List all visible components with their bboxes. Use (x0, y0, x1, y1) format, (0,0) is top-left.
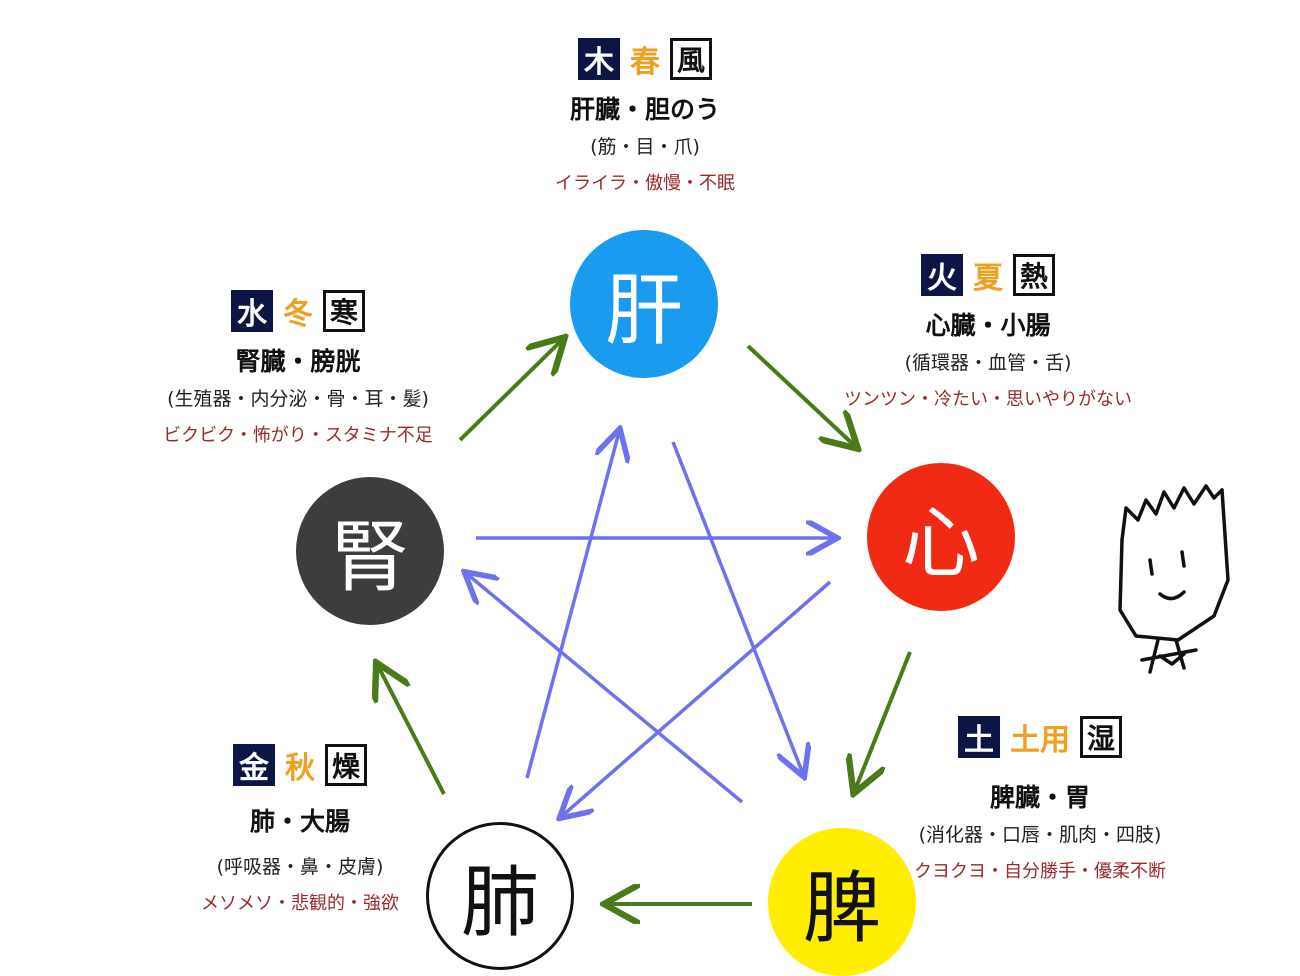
weather-tag: 熱 (1013, 254, 1055, 296)
parts-label: (生殖器・内分泌・骨・耳・髪) (167, 388, 429, 410)
organs-label: 脾臓・胃 (989, 783, 1090, 812)
arrow-lung-to-kidney (378, 666, 446, 795)
spleen-info: 土 土用 湿 脾臓・胃 (消化器・口唇・肌肉・四肢) クヨクヨ・自分勝手・優柔不… (830, 714, 1250, 883)
organs-label: 心臓・小腸 (925, 311, 1051, 340)
liver-tags: 木 春 風 (435, 36, 855, 82)
arrow-kidney-to-liver (458, 340, 562, 442)
parts-label: (循環器・血管・舌) (904, 352, 1072, 374)
emotions-label: クヨクヨ・自分勝手・優柔不断 (914, 861, 1166, 882)
doodle-character (1118, 484, 1230, 674)
heart-info: 火 夏 熱 心臓・小腸 (循環器・血管・舌) ツンツン・冷たい・思いやりがない (778, 252, 1198, 411)
emotions-label: メソメソ・悲観的・強欲 (201, 893, 399, 914)
spleen-circle: 脾 (768, 828, 916, 976)
element-tag: 木 (578, 38, 620, 80)
arrow-spleen-to-kidney (467, 574, 744, 804)
lung-circle-label: 肺 (460, 858, 539, 948)
season-label: 春 (630, 45, 660, 80)
season-label: 冬 (283, 297, 313, 332)
kidney-circle: 腎 (296, 477, 444, 625)
kidney-tags: 水 冬 寒 (88, 288, 508, 334)
kidney-info: 水 冬 寒 腎臓・膀胱 (生殖器・内分泌・骨・耳・髪) ビクビク・怖がり・スタミ… (88, 288, 508, 447)
parts-label: (呼吸器・鼻・皮膚) (216, 856, 384, 878)
emotions-label: ビクビク・怖がり・スタミナ不足 (163, 425, 433, 446)
parts-label: (筋・目・爪) (590, 136, 700, 158)
arrow-liver-to-heart (746, 344, 855, 446)
element-tag: 土 (958, 716, 1000, 758)
lung-tags: 金 秋 燥 (90, 742, 510, 788)
weather-tag: 風 (670, 38, 712, 80)
liver-circle: 肝 (570, 230, 718, 378)
lung-circle: 肺 (426, 822, 574, 970)
spleen-circle-label: 脾 (802, 864, 881, 954)
emotions-label: ツンツン・冷たい・思いやりがない (844, 389, 1132, 410)
organs-label: 肝臓・胆のう (569, 95, 720, 124)
spleen-tags: 土 土用 湿 (830, 714, 1250, 760)
heart-circle: 心 (867, 463, 1015, 611)
element-tag: 金 (233, 744, 275, 786)
season-label: 夏 (973, 261, 1003, 296)
season-label: 秋 (285, 751, 315, 786)
heart-circle-label: 心 (901, 499, 980, 589)
heart-tags: 火 夏 熱 (778, 252, 1198, 298)
emotions-label: イライラ・傲慢・不眠 (555, 173, 735, 194)
arrow-liver-to-spleen (671, 441, 803, 774)
arrow-heart-to-lung (562, 580, 832, 816)
organs-label: 腎臓・膀胱 (235, 347, 361, 376)
weather-tag: 燥 (325, 744, 367, 786)
organs-label: 肺・大腸 (249, 807, 350, 836)
parts-label: (消化器・口唇・肌肉・四肢) (918, 824, 1162, 846)
liver-circle-label: 肝 (604, 266, 683, 356)
lung-info: 金 秋 燥 肺・大腸 (呼吸器・鼻・皮膚) メソメソ・悲観的・強欲 (90, 742, 510, 915)
weather-tag: 湿 (1080, 716, 1122, 758)
kidney-circle-label: 腎 (330, 513, 409, 603)
weather-tag: 寒 (323, 290, 365, 332)
element-tag: 水 (231, 290, 273, 332)
element-tag: 火 (921, 254, 963, 296)
liver-info: 木 春 風 肝臓・胆のう (筋・目・爪) イライラ・傲慢・不眠 (435, 36, 855, 195)
arrow-heart-to-spleen (855, 651, 912, 790)
arrow-lung-to-liver (525, 432, 619, 779)
season-label: 土用 (1010, 723, 1070, 758)
